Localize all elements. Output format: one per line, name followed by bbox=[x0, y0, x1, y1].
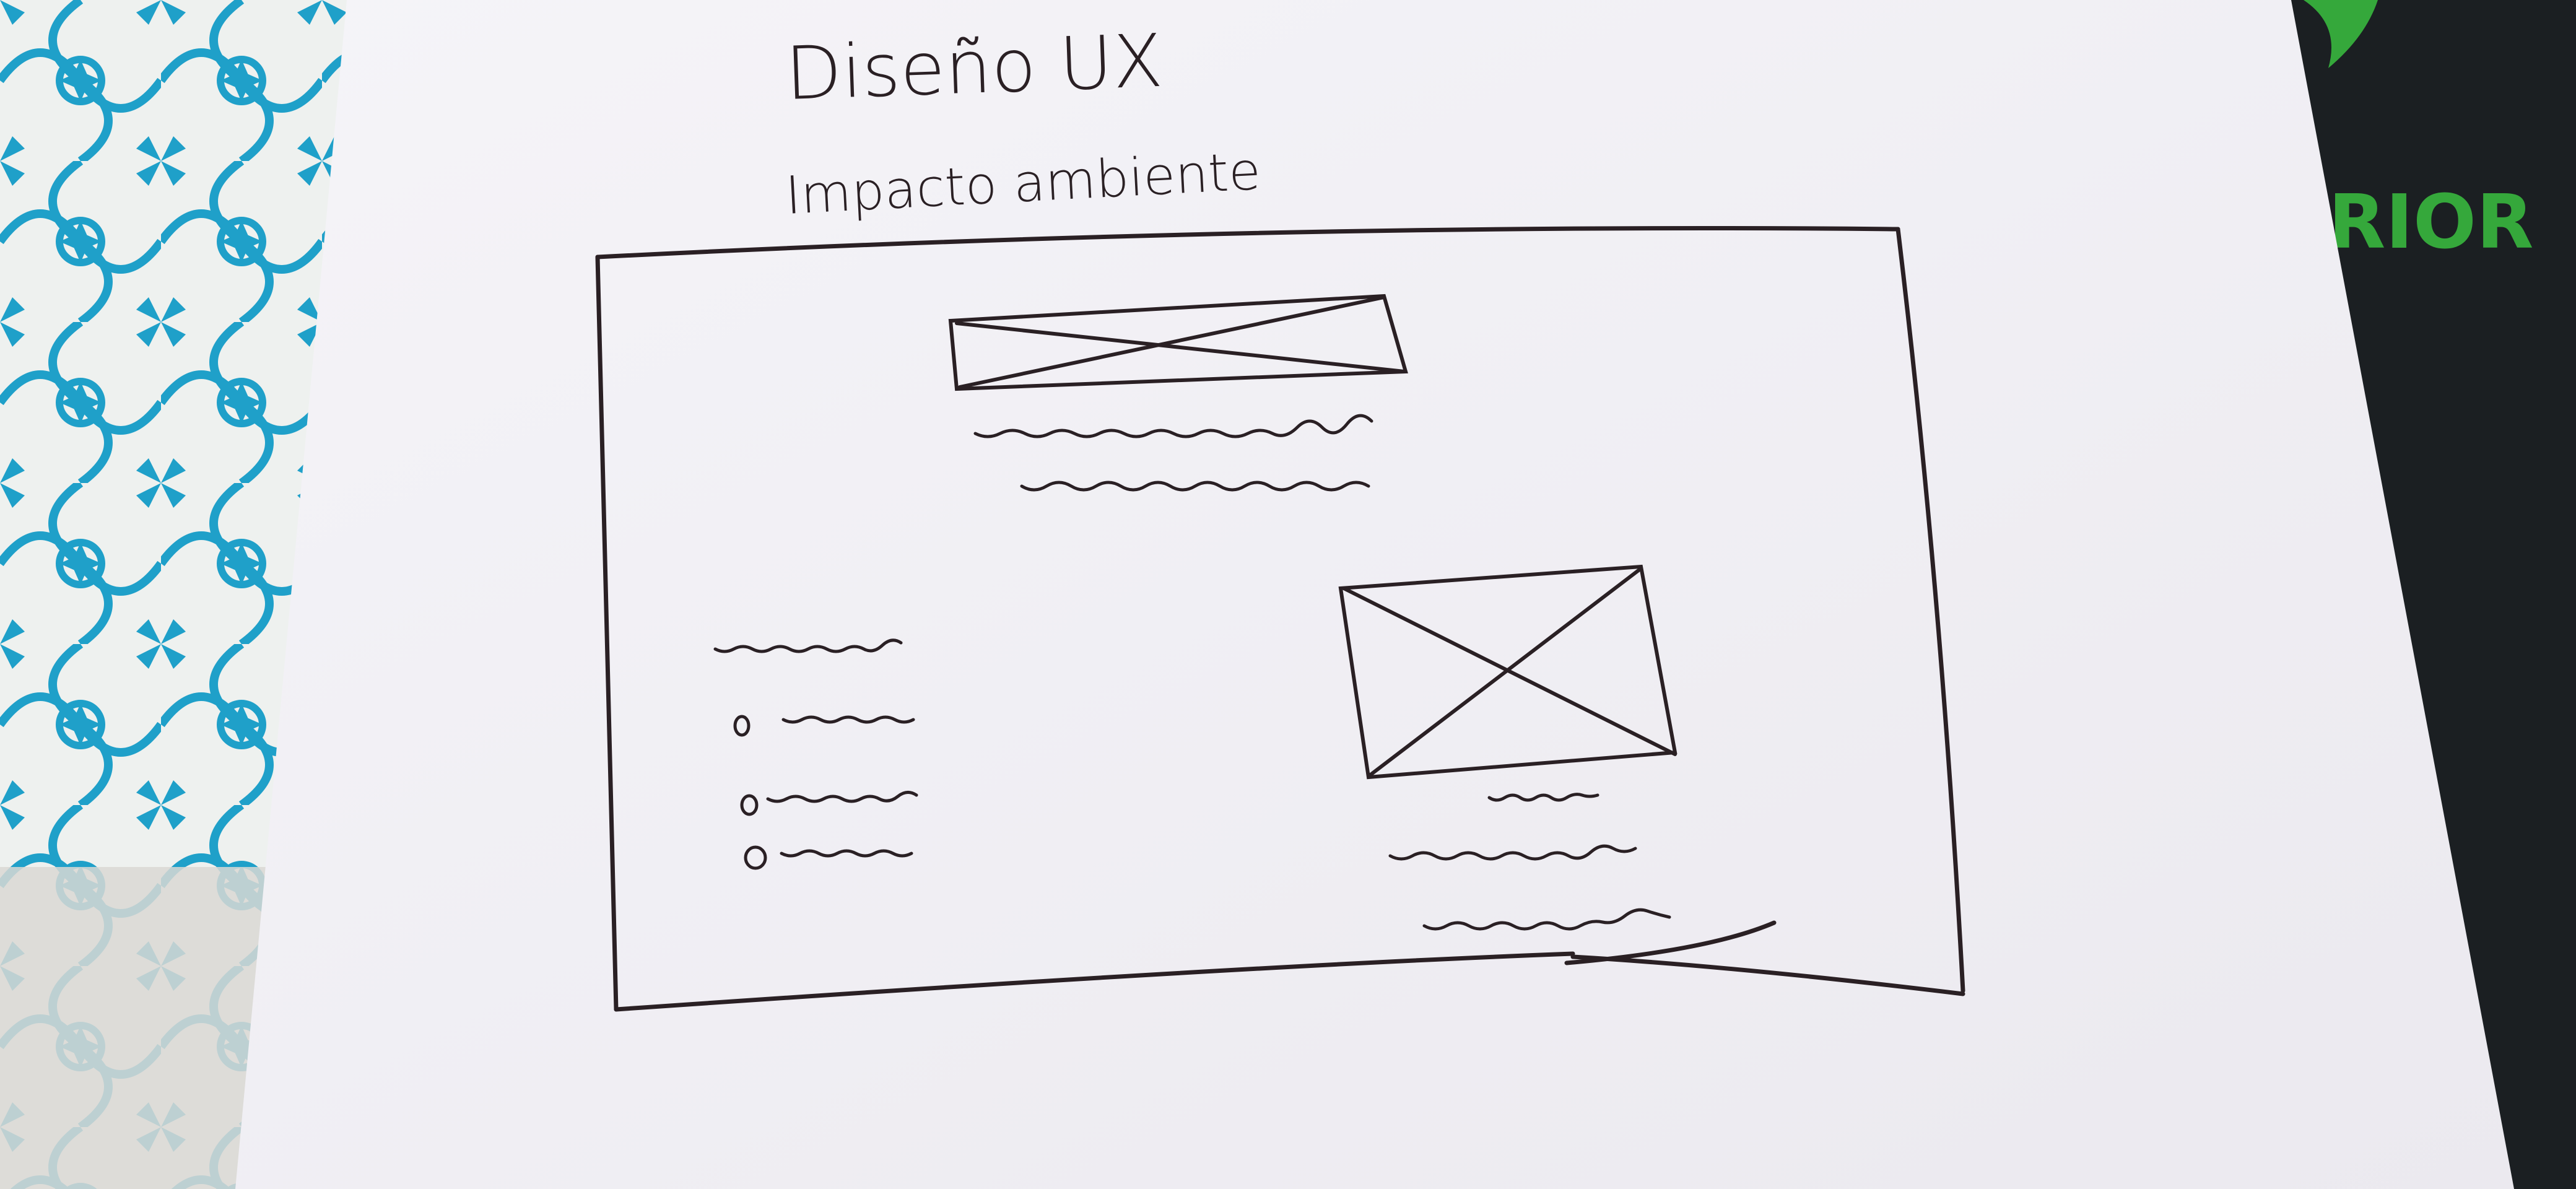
bullet-icon bbox=[744, 845, 767, 870]
right-image-placeholder bbox=[1338, 564, 1677, 780]
list-item-line bbox=[781, 715, 915, 724]
left-list bbox=[713, 638, 918, 870]
list-item-line bbox=[780, 849, 913, 858]
sketch-title: Diseño UX bbox=[784, 18, 1164, 116]
shirt-print: RIOR bbox=[2328, 180, 2533, 266]
bullet-icon bbox=[733, 715, 751, 737]
top-image-placeholder bbox=[948, 294, 1408, 391]
list-heading-line bbox=[713, 638, 903, 653]
right-caption-lines bbox=[1388, 793, 1671, 931]
header-text-lines bbox=[973, 414, 1373, 492]
list-item-line bbox=[766, 791, 918, 803]
wireframe-frame bbox=[595, 225, 1965, 1012]
bullet-icon bbox=[740, 794, 759, 816]
paper-sheet bbox=[235, 0, 2514, 1189]
